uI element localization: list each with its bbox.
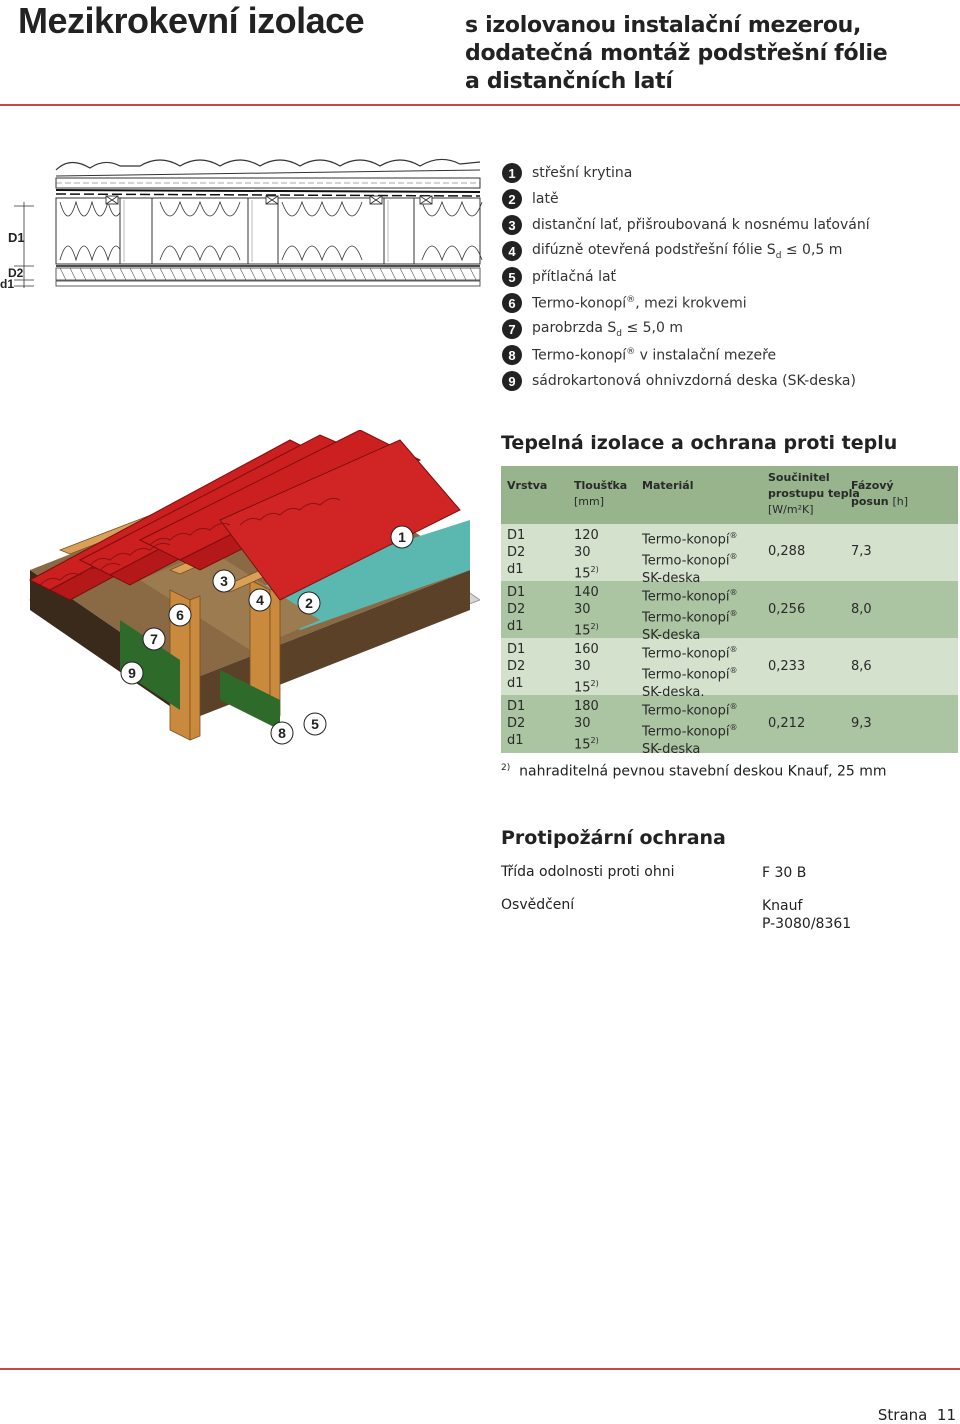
- legend-item: 4 difúzně otevřená podstřešní fólie Sd ≤ …: [502, 238, 870, 264]
- label-d1-upper: D1: [8, 230, 25, 245]
- fire-class-value: F 30 B: [762, 865, 807, 881]
- legend-number: 6: [502, 293, 522, 313]
- header-layer: Vrstva: [507, 479, 548, 492]
- legend-item: 8 Termo-konopí® v instalační mezeře: [502, 342, 870, 368]
- cell-phase-shift: 8,0: [851, 602, 872, 617]
- header-thickness: Tloušťka [mm]: [574, 479, 628, 508]
- cell-phase-shift: 9,3: [851, 716, 872, 731]
- table-header-row: [501, 466, 958, 524]
- header-phase-shift: Fázový posun [h]: [851, 479, 909, 508]
- iso-marker-2: 2: [297, 591, 321, 615]
- footer-divider: [0, 1368, 960, 1370]
- legend-item: 1 střešní krytina: [502, 160, 870, 186]
- legend-text: přítlačná lať: [532, 269, 617, 285]
- page-title: Mezikrokevní izolace: [18, 0, 365, 41]
- legend-number: 7: [502, 319, 522, 339]
- iso-marker-4: 4: [248, 588, 272, 612]
- iso-marker-9: 9: [120, 661, 144, 685]
- certificate-value: Knauf P-3080/8361: [762, 898, 852, 932]
- legend-text: sádrokartonová ohnivzdorná deska (SK-des…: [532, 373, 856, 389]
- table-row: [501, 524, 958, 581]
- table-footnote: 2) nahraditelná pevnou stavební deskou K…: [501, 763, 887, 780]
- legend-text: parobrzda Sd ≤ 5,0 m: [532, 319, 683, 339]
- iso-marker-6: 6: [168, 603, 192, 627]
- legend-text: distanční lať, přišroubovaná k nosnému l…: [532, 217, 870, 233]
- footnote-text: nahraditelná pevnou stavební deskou Knau…: [519, 763, 887, 780]
- legend-item: 7 parobrzda Sd ≤ 5,0 m: [502, 316, 870, 342]
- legend-number: 4: [502, 241, 522, 261]
- legend-item: 5 přítlačná lať: [502, 264, 870, 290]
- table-row: [501, 581, 958, 638]
- footnote-mark: 2): [501, 763, 511, 773]
- subtitle-line: a distančních latí: [465, 69, 673, 94]
- header-u-value: Součinitel prostupu tepla [W/m²K]: [768, 471, 860, 516]
- fire-class-label: Třída odolnosti proti ohni: [501, 864, 675, 880]
- legend-item: 3 distanční lať, přišroubovaná k nosnému …: [502, 212, 870, 238]
- certificate-label: Osvědčení: [501, 897, 575, 913]
- svg-text:2: 2: [305, 595, 313, 611]
- svg-text:9: 9: [128, 665, 136, 681]
- legend-item: 2 latě: [502, 186, 870, 212]
- subtitle-line: s izolovanou instalační mezerou,: [465, 13, 862, 38]
- legend-list: 1 střešní krytina 2 latě 3 distanční lať, p…: [502, 160, 870, 394]
- legend-text: Termo-konopí® v instalační mezeře: [532, 346, 777, 364]
- title-divider: [0, 104, 960, 106]
- table-row: [501, 695, 958, 753]
- legend-number: 3: [502, 215, 522, 235]
- svg-text:8: 8: [278, 725, 286, 741]
- svg-text:6: 6: [176, 607, 184, 623]
- legend-item: 6 Termo-konopí®, mezi krokvemi: [502, 290, 870, 316]
- page-subtitle: s izolovanou instalační mezerou, dodateč…: [465, 12, 935, 96]
- svg-text:4: 4: [256, 592, 264, 608]
- cell-materials: Termo-konopí® Termo-konopí® SK-deska.: [642, 645, 738, 700]
- legend-number: 2: [502, 189, 522, 209]
- thermal-section-title: Tepelná izolace a ochrana proti teplu: [501, 432, 898, 454]
- table-row: [501, 638, 958, 695]
- cell-u-value: 0,212: [768, 716, 806, 731]
- label-d2: D2: [8, 266, 24, 280]
- legend-number: 8: [502, 345, 522, 365]
- svg-text:3: 3: [220, 573, 228, 589]
- svg-text:1: 1: [398, 529, 406, 545]
- header-material: Materiál: [642, 479, 694, 492]
- legend-text: difúzně otevřená podstřešní fólie Sd ≤ 0…: [532, 241, 843, 261]
- legend-item: 9 sádrokartonová ohnivzdorná deska (SK-de…: [502, 368, 870, 394]
- iso-marker-5: 5: [303, 712, 327, 736]
- cell-u-value: 0,233: [768, 659, 806, 674]
- legend-text: střešní krytina: [532, 165, 633, 181]
- iso-marker-7: 7: [142, 627, 166, 651]
- cell-materials: Termo-konopí® Termo-konopí® SK-deska: [642, 531, 738, 586]
- cell-phase-shift: 7,3: [851, 544, 872, 559]
- iso-marker-1: 1: [390, 525, 414, 549]
- legend-number: 5: [502, 267, 522, 287]
- cell-u-value: 0,288: [768, 544, 806, 559]
- roof-cross-section-drawing: D1 D2 d1: [0, 158, 483, 291]
- roof-isometric-illustration: 1 2 3 4 5 6 7 8: [28, 430, 480, 745]
- page-number: Strana 11: [877, 1406, 956, 1424]
- legend-number: 1: [502, 163, 522, 183]
- iso-marker-3: 3: [212, 569, 236, 593]
- cell-materials: Termo-konopí® Termo-konopí® SK-deska: [642, 702, 738, 757]
- label-d1-lower: d1: [0, 277, 14, 291]
- fire-section-title: Protipožární ochrana: [501, 827, 726, 849]
- svg-text:7: 7: [150, 631, 158, 647]
- cell-materials: Termo-konopí® Termo-konopí® SK-deska: [642, 588, 738, 643]
- legend-text: Termo-konopí®, mezi krokvemi: [532, 294, 747, 312]
- cell-u-value: 0,256: [768, 602, 806, 617]
- svg-text:5: 5: [311, 716, 319, 732]
- cell-phase-shift: 8,6: [851, 659, 872, 674]
- legend-text: latě: [532, 191, 559, 207]
- legend-number: 9: [502, 371, 522, 391]
- subtitle-line: dodatečná montáž podstřešní fólie: [465, 41, 888, 66]
- iso-marker-8: 8: [270, 721, 294, 745]
